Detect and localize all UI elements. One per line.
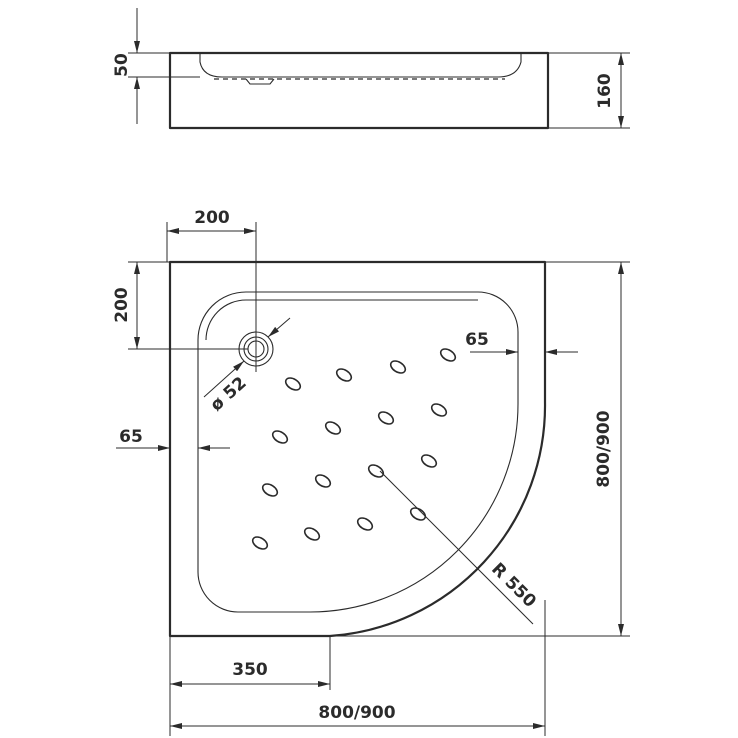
anti-slip-holes: [251, 348, 457, 550]
anti-slip-hole: [420, 454, 438, 468]
plan-inner-basin: [197, 291, 519, 613]
anti-slip-hole: [335, 368, 353, 382]
anti-slip-hole: [389, 360, 407, 374]
anti-slip-hole: [377, 411, 395, 425]
anti-slip-hole: [367, 464, 385, 478]
dimension-drain-diameter: ø 52: [207, 373, 251, 415]
plan-outer-outline: [168, 260, 547, 638]
plan-view: 200 200 ø 52 65 65 800/900 350 800/900: [112, 208, 630, 736]
anti-slip-hole: [439, 348, 457, 362]
anti-slip-hole: [271, 430, 289, 444]
dimension-total-height: 160: [595, 73, 615, 109]
anti-slip-hole: [314, 474, 332, 488]
anti-slip-hole: [261, 483, 279, 497]
dimension-overall-width: 800/900: [318, 703, 395, 723]
anti-slip-hole: [251, 536, 269, 550]
plan-basin-edge: [205, 299, 478, 341]
side-view: 50 160: [112, 8, 630, 130]
anti-slip-hole: [356, 517, 374, 531]
anti-slip-hole: [324, 421, 342, 435]
anti-slip-hole: [409, 507, 427, 521]
dimension-straight-edge: 350: [232, 660, 268, 680]
side-view-body: [168, 51, 550, 130]
anti-slip-hole: [430, 403, 448, 417]
dimension-rim-depth: 50: [112, 53, 132, 77]
anti-slip-hole: [284, 377, 302, 391]
dimension-inner-margin-left: 65: [119, 427, 143, 447]
dimension-drain-offset-x: 200: [194, 208, 230, 228]
anti-slip-hole: [303, 527, 321, 541]
dimension-inner-margin-right: 65: [465, 330, 489, 350]
side-view-basin-profile: [199, 53, 522, 78]
dimension-drain-offset-y: 200: [112, 287, 132, 323]
dimension-overall-depth: 800/900: [594, 410, 614, 487]
side-view-drain: [245, 78, 275, 85]
